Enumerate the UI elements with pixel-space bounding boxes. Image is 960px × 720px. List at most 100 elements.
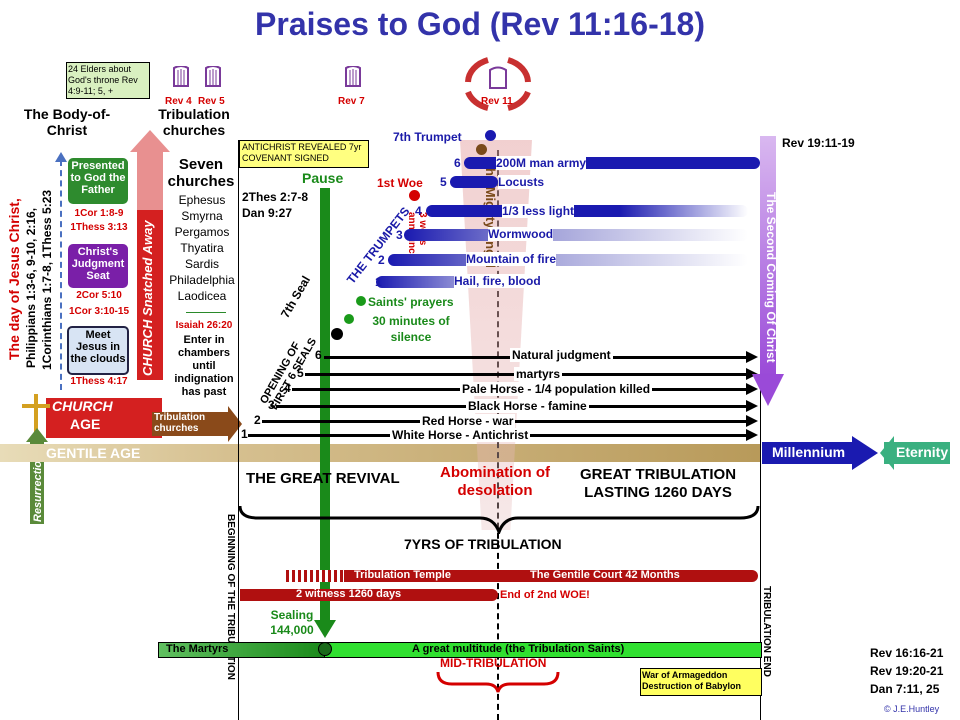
seal-number: 3 [268, 398, 275, 412]
trumpet-label: Locusts [498, 175, 545, 189]
dan-ref: Dan 9:27 [242, 206, 293, 220]
resurrection-text: Resurrection [32, 454, 44, 522]
meet-jesus-box: Meet Jesus in the clouds [67, 326, 129, 375]
martyrs-label: The Martyrs [166, 643, 229, 655]
thes-ref: 2Thes 2:7-8 [242, 190, 309, 204]
list-item: Ephesus [178, 193, 226, 207]
temple-stripes [286, 570, 346, 582]
first-woe-label: 1st Woe [377, 176, 423, 190]
tribulation-churches-heading: Tribulation churches [158, 106, 230, 138]
silence-label: 30 minutes of silence [372, 314, 450, 344]
trumpet-label: Mountain of fire [466, 252, 556, 266]
ref-rev-19: Rev 19:20-21 [870, 664, 944, 678]
arrow-head-icon [55, 152, 67, 162]
second-coming-arrow [760, 136, 776, 376]
second-coming-arrow-head [752, 374, 784, 406]
seven-churches-heading: Seven churches [167, 156, 235, 190]
isaiah-text: Enter in chambers until indignation has … [174, 334, 234, 398]
trib-end-label: TRIBULATION END [761, 586, 772, 677]
list-item: Sardis [184, 257, 219, 271]
trumpet-bar [388, 254, 748, 266]
seal-seven-dot [331, 328, 343, 340]
gentile-age-bar [0, 444, 760, 462]
list-item: Philadelphia [169, 273, 235, 287]
saints-prayers-dot [356, 296, 366, 306]
trumpet-number: 4 [415, 204, 422, 218]
antichrist-box: ANTICHRIST REVEALED 7yr COVENANT SIGNED [239, 140, 369, 168]
seventh-seal-label: 7th Seal [278, 273, 314, 321]
church-age-label-1: CHURCH [52, 398, 113, 414]
seven-years-label: 7YRS OF TRIBULATION [404, 536, 562, 552]
presented-refs-2: 1Thess 3:13 [70, 222, 128, 233]
eternity-arrow-head [880, 436, 894, 470]
two-witness-bar [240, 589, 498, 601]
two-witness-label: 2 witness 1260 days [296, 588, 402, 600]
woe-dot [409, 190, 420, 201]
sealing-dot [318, 642, 332, 656]
gentile-age-label: GENTILE AGE [46, 445, 141, 461]
beginning-line [238, 140, 239, 720]
mid-trib-label: MID-TRIBULATION [440, 656, 547, 670]
seal-number: 4 [284, 381, 291, 395]
trumpet-bar [450, 176, 498, 188]
end-2nd-woe: End of 2nd WOE! [500, 589, 590, 601]
rev5-label: Rev 5 [198, 96, 225, 107]
seal-number: 5 [297, 366, 304, 380]
day-of-christ-text: The day of Jesus Christ, [6, 198, 22, 360]
millennium-label: Millennium [772, 444, 846, 460]
day-refs-1: Philippians 1:3-6, 9-10, 2:16, [24, 207, 38, 368]
temple-bar [344, 570, 758, 582]
trumpet-label: 200M man army [496, 156, 587, 170]
pause-arrow-head [314, 620, 336, 638]
seal-label: martyrs [514, 367, 563, 381]
day-refs-2: 1Corinthians 1:7-8, 1Thess 5:23 [40, 189, 54, 370]
millennium-arrow [762, 442, 854, 464]
seventh-trumpet-label: 7th Trumpet [393, 130, 462, 144]
trumpet-number: 5 [440, 175, 447, 189]
seal-label: Pale Horse - 1/4 population killed [460, 382, 653, 396]
snatched-arrow-head [130, 130, 170, 152]
seal-number: 2 [254, 413, 261, 427]
snatched-arrow-pale [137, 150, 163, 210]
rev-19-11-ref: Rev 19:11-19 [782, 136, 855, 150]
page-title: Praises to God (Rev 11:16-18) [255, 6, 705, 42]
copyright: © J.E.Huntley [884, 704, 940, 714]
mid-trib-brace [436, 671, 560, 693]
judgment-refs-2: 1Cor 3:10-15 [68, 306, 130, 317]
armageddon-box: War of Armageddon Destruction of Babylon [640, 668, 762, 696]
cross-icon [34, 394, 38, 434]
list-item: Thyatira [180, 241, 224, 255]
eternity-arrow [884, 442, 950, 464]
rev11-label: Rev 11 [481, 96, 513, 107]
trumpet-label: Wormwood [488, 227, 554, 241]
trumpet-number: 2 [378, 253, 385, 267]
trib-churches-arrow-head [228, 406, 242, 442]
rev7-label: Rev 7 [338, 96, 365, 107]
cross-bar [22, 404, 50, 408]
trumpet-bar [426, 205, 748, 217]
trib-churches-arrow [152, 412, 228, 436]
seal-number: 6 [315, 348, 322, 362]
list-item: Laodicea [177, 289, 227, 303]
church-age-label-2: AGE [70, 416, 101, 432]
ref-rev-16: Rev 16:16-21 [870, 646, 944, 660]
judgment-refs-1: 2Cor 5:10 [76, 290, 122, 301]
praise-circle-icon [465, 57, 531, 111]
harp-icon [205, 66, 221, 87]
isaiah-ref: Isaiah 26:20 [175, 320, 233, 331]
end-line [760, 140, 761, 720]
church-list: Ephesus Smyrna Pergamos Thyatira Sardis … [162, 192, 242, 304]
silence-dot [344, 314, 354, 324]
gentile-court-label: The Gentile Court 42 Months [530, 569, 680, 581]
divider [186, 312, 226, 313]
second-coming-label: The Second Coming Of Christ [764, 192, 778, 363]
trib-churches-arrow-label: Tribulation churches [154, 412, 206, 434]
seal-label: Black Horse - famine [466, 399, 589, 413]
abomination-label: Abomination of desolation [440, 464, 550, 499]
presented-box: Presented to God the Father [68, 158, 128, 204]
meet-refs: 1Thess 4:17 [70, 376, 128, 387]
harp-icon [173, 66, 189, 87]
elders-note: 24 Elders about God's throne Rev 4:9-11;… [66, 62, 150, 99]
snatched-text: CHURCH Snatched Away [140, 220, 155, 376]
trumpet-number: 1 [375, 275, 382, 289]
